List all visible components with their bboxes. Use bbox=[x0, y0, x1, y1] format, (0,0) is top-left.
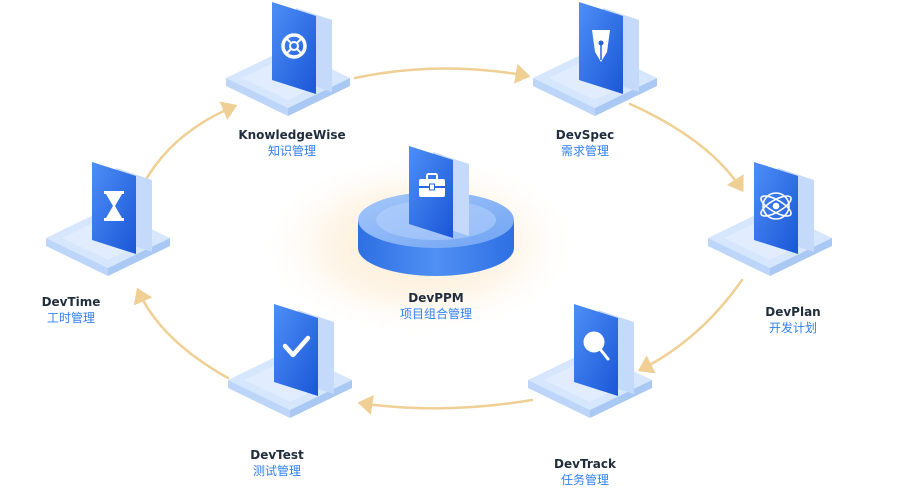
arrow-devtrack-to-devtest bbox=[357, 394, 534, 415]
node-devplan[interactable] bbox=[708, 162, 832, 276]
center-title: DevPPM bbox=[408, 291, 464, 305]
node-subtitle: 需求管理 bbox=[560, 144, 609, 158]
node-devtest[interactable] bbox=[228, 304, 352, 418]
node-subtitle: 开发计划 bbox=[768, 321, 817, 335]
center-label: DevPPM 项目组合管理 bbox=[376, 290, 496, 322]
node-knowledgewise[interactable] bbox=[226, 2, 350, 116]
lifebuoy-icon bbox=[281, 33, 307, 59]
node-subtitle: 任务管理 bbox=[560, 473, 609, 487]
arrow-devplan-to-devtrack bbox=[637, 278, 744, 374]
arrow-devtime-to-knowledgewise bbox=[136, 101, 238, 197]
center-subtitle: 项目组合管理 bbox=[399, 307, 472, 321]
node-subtitle: 知识管理 bbox=[267, 144, 316, 158]
hourglass-icon bbox=[104, 191, 124, 221]
briefcase-icon bbox=[419, 173, 445, 197]
orbit-icon bbox=[760, 192, 792, 220]
label-devtest: DevTest 测试管理 bbox=[232, 447, 322, 479]
label-devtime: DevTime 工时管理 bbox=[26, 294, 116, 326]
label-devtrack: DevTrack 任务管理 bbox=[540, 456, 630, 488]
node-title: DevSpec bbox=[555, 128, 615, 142]
node-subtitle: 测试管理 bbox=[252, 464, 301, 478]
arrow-knowledgewise-to-devspec bbox=[353, 63, 531, 84]
node-title: KnowledgeWise bbox=[238, 128, 346, 142]
node-subtitle: 工时管理 bbox=[46, 311, 95, 325]
node-title: DevTime bbox=[41, 295, 101, 309]
node-devspec[interactable] bbox=[533, 2, 657, 116]
pen-nib-icon bbox=[592, 30, 610, 62]
center-platform bbox=[358, 146, 514, 276]
arrow-devtest-to-devtime bbox=[133, 287, 230, 380]
checkmark-icon bbox=[282, 335, 311, 358]
node-title: DevTest bbox=[250, 448, 304, 462]
arrow-devspec-to-devplan bbox=[628, 102, 744, 193]
node-devtrack[interactable] bbox=[528, 304, 652, 418]
node-title: DevPlan bbox=[765, 305, 821, 319]
magnifier-icon bbox=[583, 331, 610, 361]
node-title: DevTrack bbox=[554, 457, 616, 471]
label-devspec: DevSpec 需求管理 bbox=[540, 127, 630, 159]
label-devplan: DevPlan 开发计划 bbox=[748, 304, 838, 336]
label-knowledgewise: KnowledgeWise 知识管理 bbox=[232, 127, 352, 159]
node-devtime[interactable] bbox=[46, 162, 170, 276]
cycle-arrows bbox=[133, 63, 744, 415]
